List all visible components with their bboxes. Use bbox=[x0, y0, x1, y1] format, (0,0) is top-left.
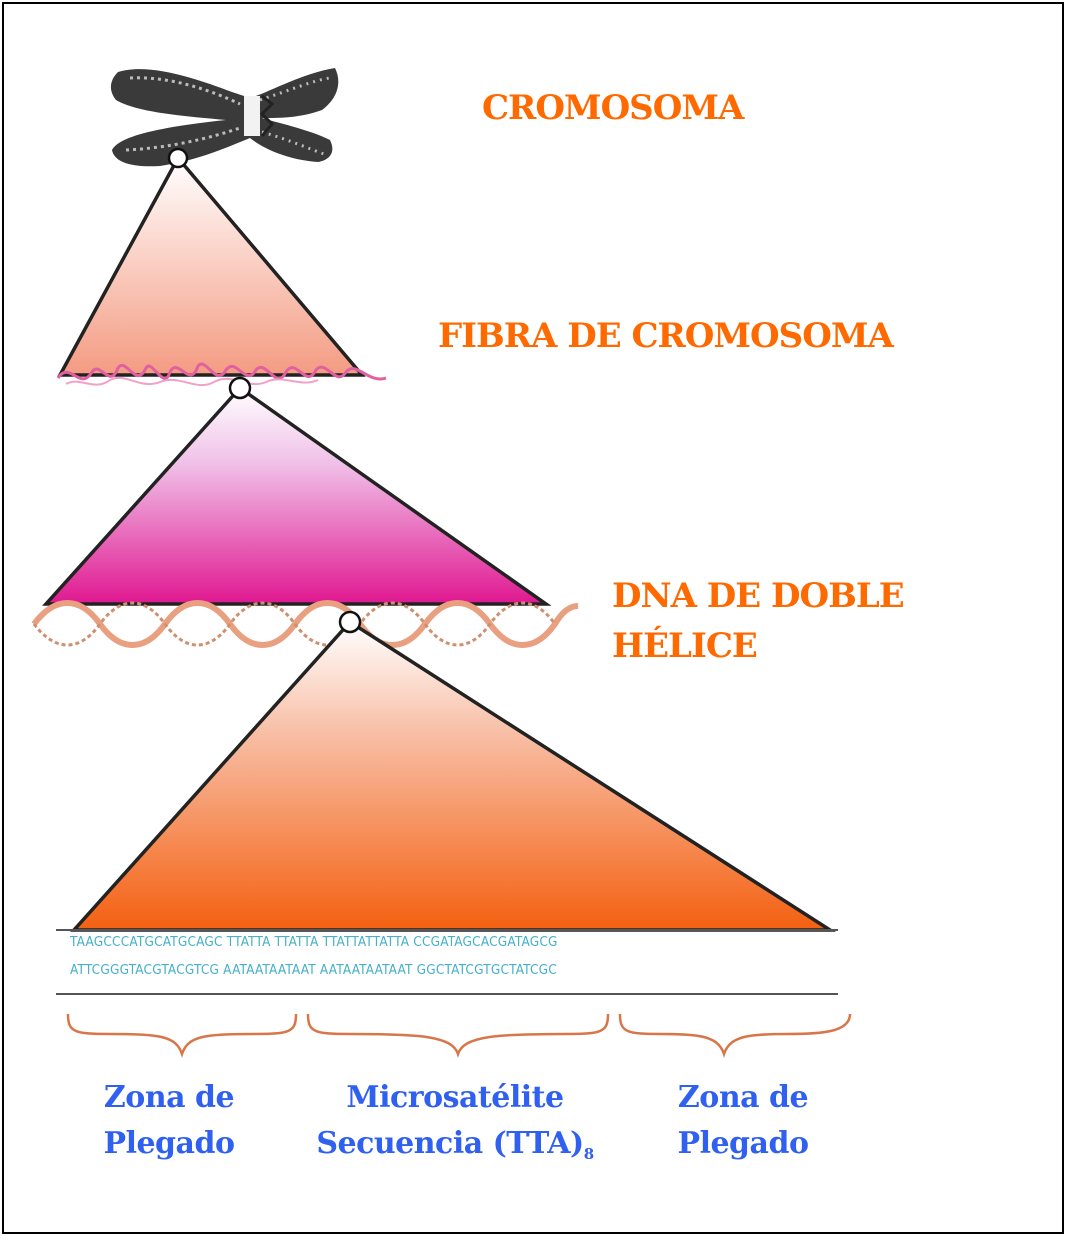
brace-middle bbox=[306, 1013, 610, 1058]
zoom-triangle-2 bbox=[42, 385, 552, 606]
zoom-triangle-1 bbox=[57, 154, 366, 377]
sequence-bottom-strand: ATTCGGGTACGTACGTCG AATAATAATAAT AATAATAA… bbox=[70, 962, 557, 978]
region-right-line1: Zona de bbox=[677, 1080, 809, 1115]
zoom-point-helix bbox=[338, 610, 362, 634]
label-fibra-de-cromosoma: FIBRA DE CROMOSOMA bbox=[438, 316, 894, 356]
sequence-top-strand: TAAGCCCATGCATGCAGC TTATTA TTATTA TTATTAT… bbox=[70, 934, 558, 950]
region-middle-subscript: 8 bbox=[583, 1145, 594, 1163]
region-middle-text: Secuencia (TTA) bbox=[316, 1126, 584, 1161]
label-dna-line2: HÉLICE bbox=[612, 626, 758, 666]
zoom-point-chromosome bbox=[167, 147, 189, 169]
chromatin-fiber-strand bbox=[65, 377, 319, 387]
region-right-line2: Plegado bbox=[677, 1126, 809, 1161]
region-left-line2: Plegado bbox=[103, 1126, 235, 1161]
region-middle-line2: Secuencia (TTA)8 bbox=[300, 1126, 610, 1163]
double-helix bbox=[31, 600, 579, 648]
zoom-triangle-3 bbox=[70, 619, 836, 932]
chromatin-fiber bbox=[56, 362, 387, 381]
label-dna-line1: DNA DE DOBLE bbox=[612, 576, 905, 616]
chromosome-image bbox=[110, 68, 339, 167]
label-cromosoma: CROMOSOMA bbox=[482, 88, 744, 128]
region-middle-line1: Microsatélite bbox=[346, 1080, 564, 1115]
brace-right bbox=[618, 1013, 852, 1058]
region-left-line1: Zona de bbox=[103, 1080, 235, 1115]
zoom-point-fiber bbox=[228, 376, 252, 400]
brace-left bbox=[66, 1013, 298, 1058]
